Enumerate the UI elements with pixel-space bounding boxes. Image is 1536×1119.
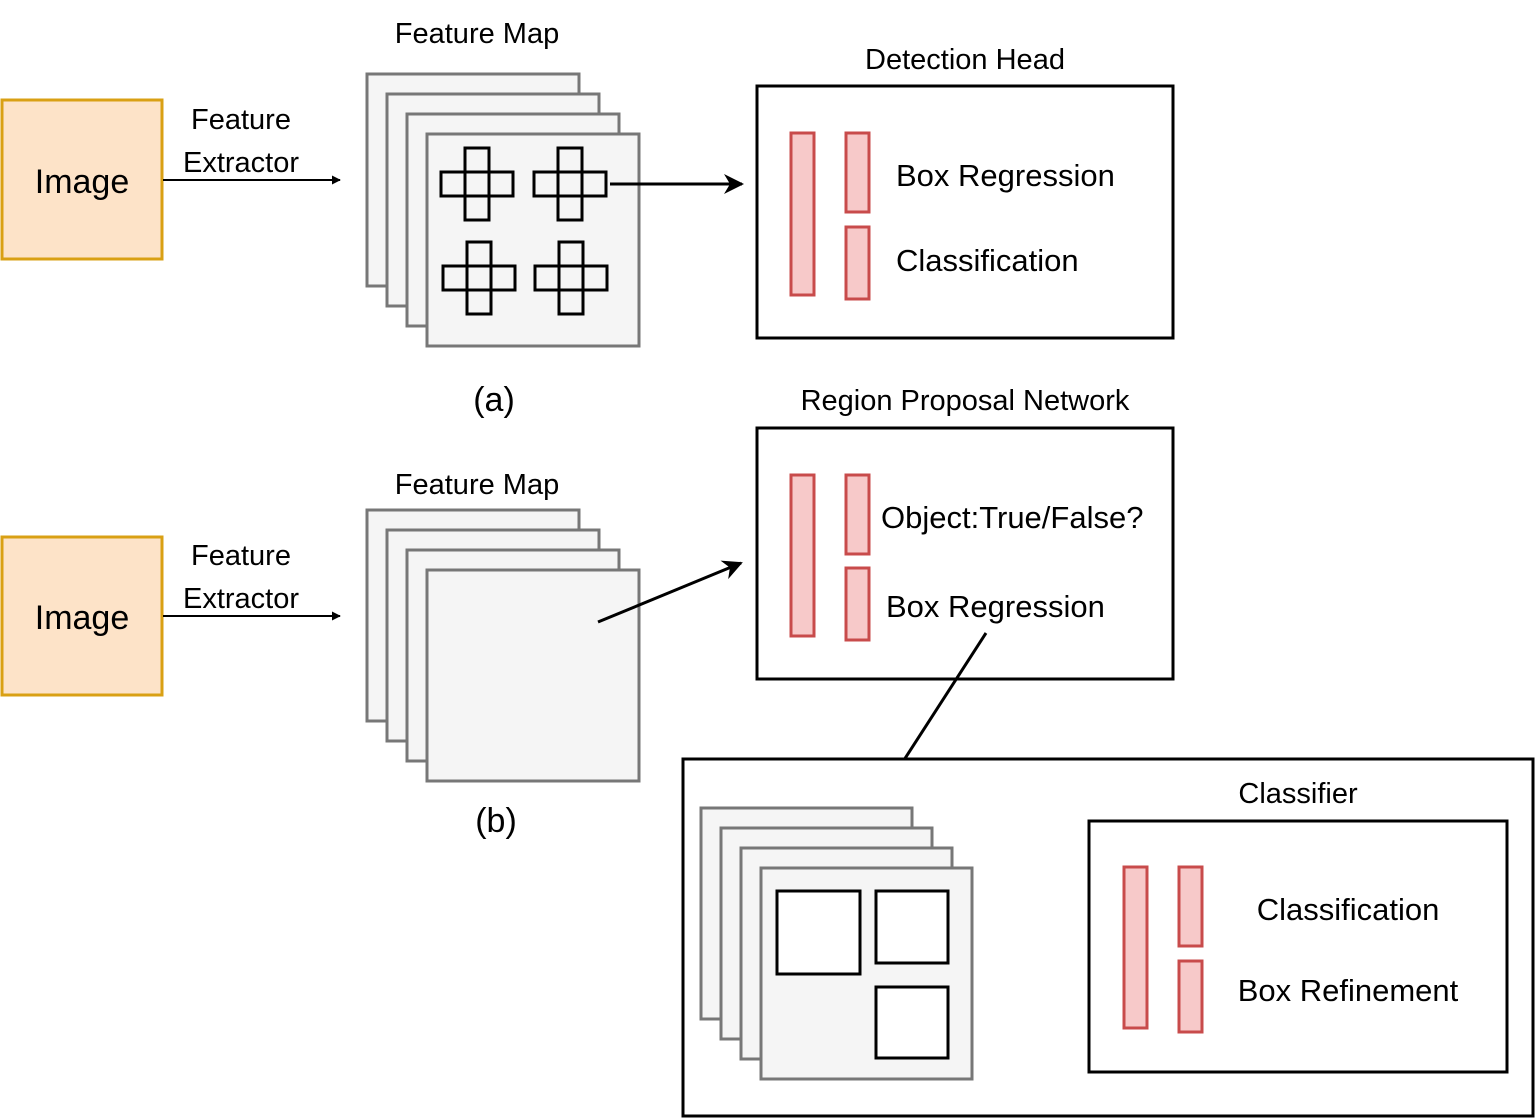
feature-map-sheet xyxy=(425,132,641,348)
fc-bar-short-a2 xyxy=(844,225,871,301)
feature-extractor-label-a-line1: Feature xyxy=(191,104,291,136)
feature-map-stack-b xyxy=(365,508,641,783)
head-label-classification: Classification xyxy=(896,243,1079,278)
cross-kernel-shape xyxy=(441,240,517,316)
caption-b: (b) xyxy=(475,802,517,840)
cross-kernel-2 xyxy=(532,146,608,222)
rpn-box xyxy=(755,426,1175,681)
fc-bar-short-a1 xyxy=(844,131,871,214)
cross-kernel-4 xyxy=(533,240,609,316)
cross-kernel-1 xyxy=(439,146,515,222)
image-label-b: Image xyxy=(35,599,130,637)
feature-map-sheet xyxy=(425,568,641,783)
cross-kernel-shape xyxy=(532,146,608,222)
rpn-label-box-regression: Box Regression xyxy=(886,589,1105,624)
classifier-label-classification: Classification xyxy=(1257,892,1440,927)
fc-bar-tall-cls xyxy=(1122,865,1149,1030)
roi-box-3 xyxy=(874,985,950,1060)
classifier-label-box-refinement: Box Refinement xyxy=(1238,973,1459,1008)
feature-extractor-label-a-line2: Extractor xyxy=(183,147,299,179)
panel-b: Image Feature Extractor Feature Map Regi… xyxy=(0,385,1535,1118)
feature-map-stack-a xyxy=(365,72,641,348)
feature-extractor-label-b-line2: Extractor xyxy=(183,583,299,615)
classifier-box xyxy=(1087,819,1509,1074)
fc-bar-short-cls2 xyxy=(1177,959,1204,1034)
classifier-title: Classifier xyxy=(1238,778,1358,810)
caption-a: (a) xyxy=(473,381,515,419)
cross-kernel-3 xyxy=(441,240,517,316)
cross-kernel-shape xyxy=(439,146,515,222)
fc-bar-short-rpn1 xyxy=(844,473,871,556)
fc-bar-short-cls1 xyxy=(1177,865,1204,948)
detection-head-title: Detection Head xyxy=(865,44,1065,76)
image-label-a: Image xyxy=(35,163,130,201)
head-label-box-regression: Box Regression xyxy=(896,158,1115,193)
arrow-feature-map-to-rpn xyxy=(597,560,743,624)
panel-a: Image Feature Extractor Feature Map Dete… xyxy=(0,18,1175,419)
rpn-label-objectness: Object:True/False? xyxy=(881,500,1143,535)
fc-bar-tall-a xyxy=(789,131,816,297)
image-box-b xyxy=(0,535,164,697)
feature-map-title-b: Feature Map xyxy=(395,469,559,501)
feature-map-title-a: Feature Map xyxy=(395,18,559,50)
roi-box-2 xyxy=(874,889,950,965)
cross-kernel-shape xyxy=(533,240,609,316)
roi-box-1 xyxy=(775,889,862,976)
fc-bar-short-rpn2 xyxy=(844,566,871,642)
rpn-title: Region Proposal Network xyxy=(801,385,1130,417)
detection-head-box xyxy=(755,84,1175,340)
fc-bar-tall-rpn xyxy=(789,473,816,638)
image-box-a xyxy=(0,98,164,261)
feature-extractor-label-b-line1: Feature xyxy=(191,540,291,572)
